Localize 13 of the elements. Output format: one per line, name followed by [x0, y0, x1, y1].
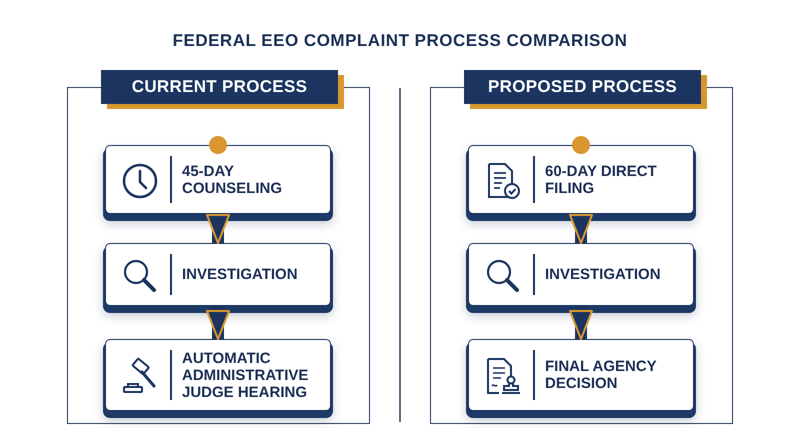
step-label: AUTOMATIC ADMINISTRATIVE JUDGE HEARING [182, 350, 310, 400]
panel-heading: CURRENT PROCESS [101, 70, 338, 104]
flow-arrow [206, 214, 230, 244]
diagram-title: FEDERAL EEO COMPLAINT PROCESS COMPARISON [172, 31, 628, 51]
step-label: INVESTIGATION [545, 266, 661, 283]
flow-arrow [569, 306, 593, 340]
flow-arrow [206, 306, 230, 340]
step-label: 60-DAY DIRECT FILING [545, 162, 658, 196]
flow-arrow [569, 214, 593, 244]
panel-heading: PROPOSED PROCESS [464, 70, 701, 104]
step-label: INVESTIGATION [182, 266, 298, 283]
step-label: 45-DAY COUNSELING [182, 162, 284, 196]
step-label: FINAL AGENCY DECISION [545, 358, 658, 392]
